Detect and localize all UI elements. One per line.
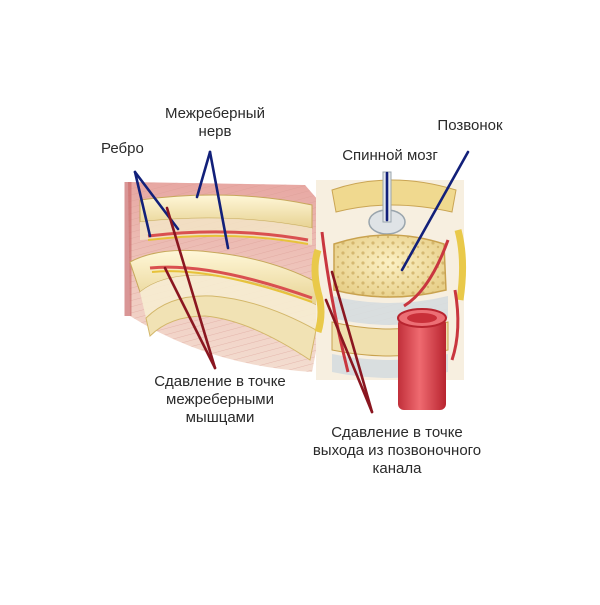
label-spinal-cord: Спинной мозг bbox=[342, 147, 438, 164]
pointer-compression-muscles-1 bbox=[165, 206, 217, 370]
label-compression-exit-line-1: Сдавление в точке bbox=[331, 424, 463, 441]
label-compression-muscles: Сдавление в точке межреберными мышцами bbox=[140, 373, 300, 427]
label-compression-exit-line-2: выхода из позвоночного bbox=[312, 442, 482, 459]
pointer-compression-exit-2 bbox=[324, 298, 374, 414]
label-compression-exit: Сдавление в точке выхода из позвоночного… bbox=[292, 424, 502, 478]
label-compression-exit-line-3: канала bbox=[372, 460, 422, 477]
pointer-compression-exit-1 bbox=[330, 270, 374, 414]
label-compression-muscles-line-1: Сдавление в точке bbox=[154, 373, 286, 390]
pointer-vertebra bbox=[400, 150, 470, 272]
pointer-lines bbox=[133, 150, 470, 414]
pointer-compression-muscles-2 bbox=[163, 266, 217, 370]
pointer-nerve-2 bbox=[208, 150, 230, 250]
label-intercostal-nerve: Межреберный нерв bbox=[150, 105, 280, 141]
aorta bbox=[397, 308, 447, 410]
label-compression-muscles-line-3: мышцами bbox=[185, 409, 255, 426]
label-compression-muscles-line-2: межреберными bbox=[166, 391, 274, 408]
pointer-nerve-1 bbox=[195, 150, 212, 199]
label-rib: Ребро bbox=[101, 140, 144, 157]
label-intercostal-nerve-line-2: нерв bbox=[198, 123, 232, 140]
label-intercostal-nerve-line-1: Межреберный bbox=[165, 105, 265, 122]
pointer-rib-1 bbox=[133, 170, 152, 238]
label-vertebra: Позвонок bbox=[437, 117, 503, 134]
